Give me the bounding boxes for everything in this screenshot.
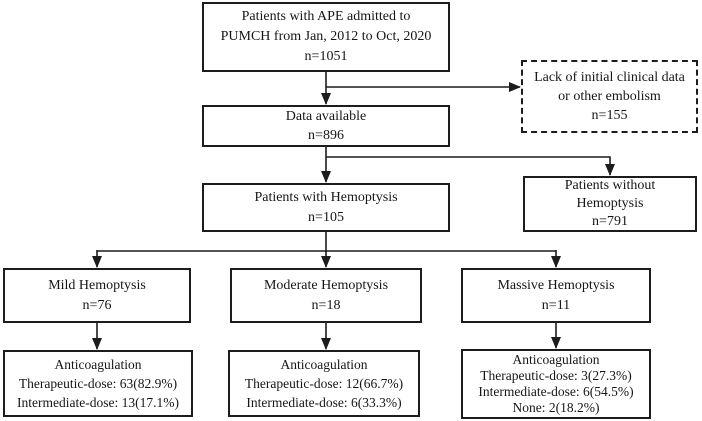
box-count: n=18 bbox=[311, 297, 341, 313]
box-count: n=155 bbox=[591, 108, 628, 123]
box-text-line: Anticoagulation bbox=[54, 357, 142, 372]
box-text-line: Therapeutic-dose: 12(66.7%) bbox=[244, 376, 404, 391]
box-count: n=11 bbox=[541, 297, 571, 313]
box-moderate-hemoptysis: Moderate Hemoptysis n=18 bbox=[230, 268, 422, 323]
box-text-line: Massive Hemoptysis bbox=[497, 277, 615, 293]
box-count: n=105 bbox=[308, 209, 344, 225]
box-text-line: Hemoptysis bbox=[576, 196, 644, 211]
box-text-line: or other embolism bbox=[558, 89, 661, 104]
box-text-line: Therapeutic-dose: 3(27.3%) bbox=[480, 368, 632, 383]
box-text-line: Therapeutic-dose: 63(82.9%) bbox=[18, 376, 178, 391]
box-text-line: Patients with Hemoptysis bbox=[254, 189, 398, 205]
box-count: n=791 bbox=[592, 214, 628, 229]
box-text-line: Intermediate-dose: 13(17.1%) bbox=[17, 395, 179, 410]
box-text-line: Lack of initial clinical data bbox=[534, 70, 685, 85]
arrow-to-without-hemoptysis bbox=[326, 156, 615, 176]
box-text-line: Anticoagulation bbox=[280, 357, 368, 372]
box-excluded: Lack of initial clinical data or other e… bbox=[521, 60, 698, 133]
box-text-line: Mild Hemoptysis bbox=[48, 277, 146, 293]
box-text-line: PUMCH from Jan, 2012 to Oct, 2020 bbox=[220, 29, 432, 44]
box-data-available: Data available n=896 bbox=[202, 105, 450, 147]
box-text-line: Moderate Hemoptysis bbox=[263, 277, 389, 293]
box-text-line: Intermediate-dose: 6(33.3%) bbox=[246, 395, 402, 410]
box-text-line: Intermediate-dose: 6(54.5%) bbox=[478, 384, 634, 399]
box-text-line: Data available bbox=[285, 109, 367, 124]
box-without-hemoptysis: Patients without Hemoptysis n=791 bbox=[523, 176, 697, 232]
box-massive-anticoagulation: Anticoagulation Therapeutic-dose: 3(27.3… bbox=[461, 349, 651, 419]
box-text-line: Patients without bbox=[564, 178, 656, 193]
box-count: n=76 bbox=[82, 297, 112, 313]
box-ape-patients: Patients with APE admitted to PUMCH from… bbox=[202, 2, 450, 72]
box-count: n=1051 bbox=[304, 49, 348, 64]
box-text-line: Patients with APE admitted to bbox=[241, 9, 411, 24]
box-with-hemoptysis: Patients with Hemoptysis n=105 bbox=[202, 183, 450, 232]
box-count: n=896 bbox=[308, 128, 344, 143]
box-mild-anticoagulation: Anticoagulation Therapeutic-dose: 63(82.… bbox=[3, 350, 193, 417]
box-text-line: None: 2(18.2%) bbox=[512, 400, 600, 415]
box-massive-hemoptysis: Massive Hemoptysis n=11 bbox=[461, 268, 651, 323]
box-text-line: Anticoagulation bbox=[512, 352, 600, 367]
box-mild-hemoptysis: Mild Hemoptysis n=76 bbox=[3, 268, 191, 323]
box-moderate-anticoagulation: Anticoagulation Therapeutic-dose: 12(66.… bbox=[228, 350, 420, 417]
